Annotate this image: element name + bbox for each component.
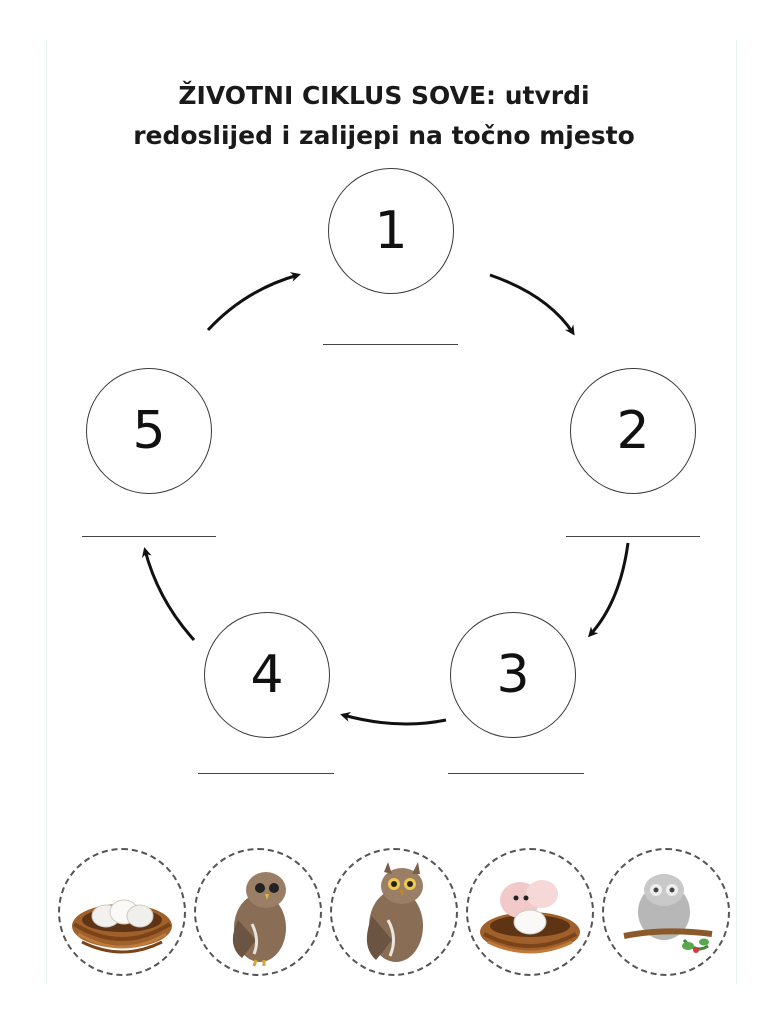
arrow-5-to-1 [206, 272, 301, 332]
baby-owl-on-branch-icon [623, 874, 713, 953]
owlet-icon [232, 872, 286, 967]
page-edge-right [736, 40, 737, 984]
title-line-1: ŽIVOTNI CIKLUS SOVE: utvrdi [178, 81, 590, 110]
worksheet-title: ŽIVOTNI CIKLUS SOVE: utvrdi redoslijed i… [0, 76, 768, 156]
arrow-4-to-5 [141, 547, 196, 642]
cutout-baby-owl-on-branch[interactable] [602, 848, 730, 976]
answer-line-1[interactable] [323, 344, 458, 345]
cutout-adult-owl[interactable] [330, 848, 458, 976]
cycle-step-3: 3 [450, 612, 576, 738]
arrow-1-to-2 [489, 273, 575, 336]
cutout-hatching-chick[interactable] [466, 848, 594, 976]
cutout-eggs-in-nest[interactable] [58, 848, 186, 976]
adult-owl-icon [366, 862, 423, 962]
cycle-step-1: 1 [328, 168, 454, 294]
answer-line-3[interactable] [448, 773, 584, 774]
page-edge-left [46, 40, 47, 984]
arrow-2-to-3 [587, 542, 630, 638]
cycle-step-4: 4 [204, 612, 330, 738]
answer-line-5[interactable] [82, 536, 216, 537]
title-line-2: redoslijed i zalijepi na točno mjesto [133, 121, 635, 150]
eggs-in-nest-icon [72, 899, 172, 954]
cutout-owlet[interactable] [194, 848, 322, 976]
answer-line-2[interactable] [566, 536, 700, 537]
hatching-chick-icon [480, 880, 580, 954]
answer-line-4[interactable] [198, 773, 334, 774]
cycle-step-5: 5 [86, 368, 212, 494]
arrow-3-to-4 [340, 712, 447, 726]
cycle-step-2: 2 [570, 368, 696, 494]
